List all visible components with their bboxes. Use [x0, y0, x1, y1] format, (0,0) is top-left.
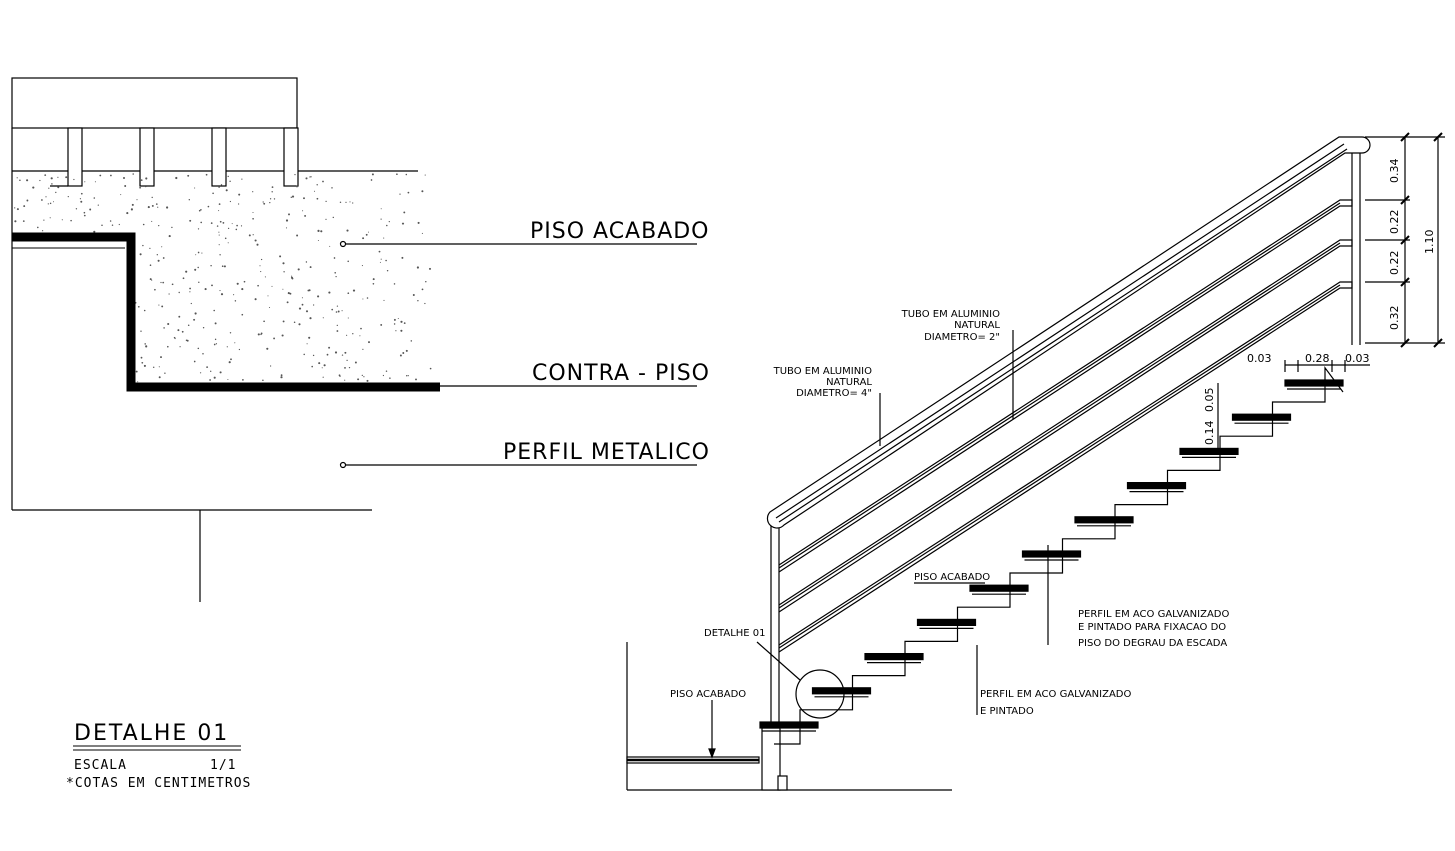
- top-block: [11, 77, 298, 129]
- dim-rail-3: 0.32: [1388, 306, 1401, 331]
- label-perfil-metalico: PERFIL METALICO: [503, 440, 710, 465]
- dim-riser-1: 0.05: [1203, 388, 1216, 413]
- label-piso-acabado-step: PISO ACABADO: [914, 572, 990, 583]
- stair-tread: [1284, 379, 1344, 387]
- dim-rail-total: 1.10: [1423, 230, 1436, 255]
- label-tube-2in-2: NATURAL: [954, 320, 1000, 331]
- stud: [67, 127, 83, 187]
- stair-tread: [811, 687, 872, 695]
- label-perfil-fix-3: PISO DO DEGRAU DA ESCADA: [1078, 638, 1227, 649]
- label-contra-piso: CONTRA - PISO: [532, 361, 710, 386]
- stair-elevation: [626, 132, 1445, 791]
- stair-tread: [969, 584, 1029, 592]
- stair-tread: [864, 652, 924, 661]
- base-post: [761, 727, 781, 791]
- label-perfil-fix-1: PERFIL EM ACO GALVANIZADO: [1078, 609, 1229, 620]
- stair-tread: [1231, 413, 1292, 421]
- label-tube-4in-3: DIAMETRO= 4": [796, 388, 872, 399]
- scale-label: ESCALA: [74, 758, 127, 773]
- label-perfil-fix-2: E PINTADO PARA FIXACAO DO: [1078, 622, 1226, 633]
- concrete-hatch: [14, 173, 432, 383]
- stair-treads: [759, 379, 1344, 732]
- stair-tread: [1074, 516, 1134, 524]
- stair-tread: [759, 721, 819, 729]
- detail-circle: [795, 669, 845, 719]
- dim-rail-1: 0.22: [1388, 210, 1401, 235]
- handrail-top: [766, 136, 1371, 529]
- stud: [283, 127, 299, 187]
- label-piso-acabado: PISO ACABADO: [530, 219, 710, 244]
- label-tube-4in-1: TUBO EM ALUMINIO: [773, 366, 873, 377]
- label-perfil-2: E PINTADO: [980, 706, 1034, 717]
- contra-piso-profile: [12, 232, 440, 392]
- dim-tread-0: 0.03: [1247, 352, 1272, 365]
- label-perfil-1: PERFIL EM ACO GALVANIZADO: [980, 689, 1131, 700]
- dim-rail-0: 0.34: [1388, 159, 1401, 184]
- stud: [211, 127, 227, 187]
- detail-section: [11, 77, 697, 602]
- label-tube-2in-1: TUBO EM ALUMINIO: [901, 309, 1001, 320]
- label-tube-4in-2: NATURAL: [826, 377, 872, 388]
- dimensions-note: *COTAS EM CENTIMETROS: [66, 776, 251, 791]
- dim-tread-2: 0.03: [1345, 352, 1370, 365]
- stair-tread: [916, 618, 977, 627]
- stair-tread: [1126, 482, 1187, 490]
- stair-tread: [1021, 550, 1082, 558]
- drawing-title: DETALHE 01: [74, 721, 229, 746]
- dim-tread-1: 0.28: [1305, 352, 1330, 365]
- label-detalhe-ref: DETALHE 01: [704, 628, 766, 639]
- stud: [139, 127, 155, 187]
- dim-riser-0: 0.14: [1203, 421, 1216, 446]
- label-tube-2in-3: DIAMETRO= 2": [924, 332, 1000, 343]
- handrail-secondary: [778, 199, 1353, 653]
- stair-tread: [1179, 447, 1239, 455]
- dim-rail-2: 0.22: [1388, 251, 1401, 276]
- scale-value: 1/1: [210, 758, 236, 773]
- label-piso-acabado-floor: PISO ACABADO: [670, 689, 746, 700]
